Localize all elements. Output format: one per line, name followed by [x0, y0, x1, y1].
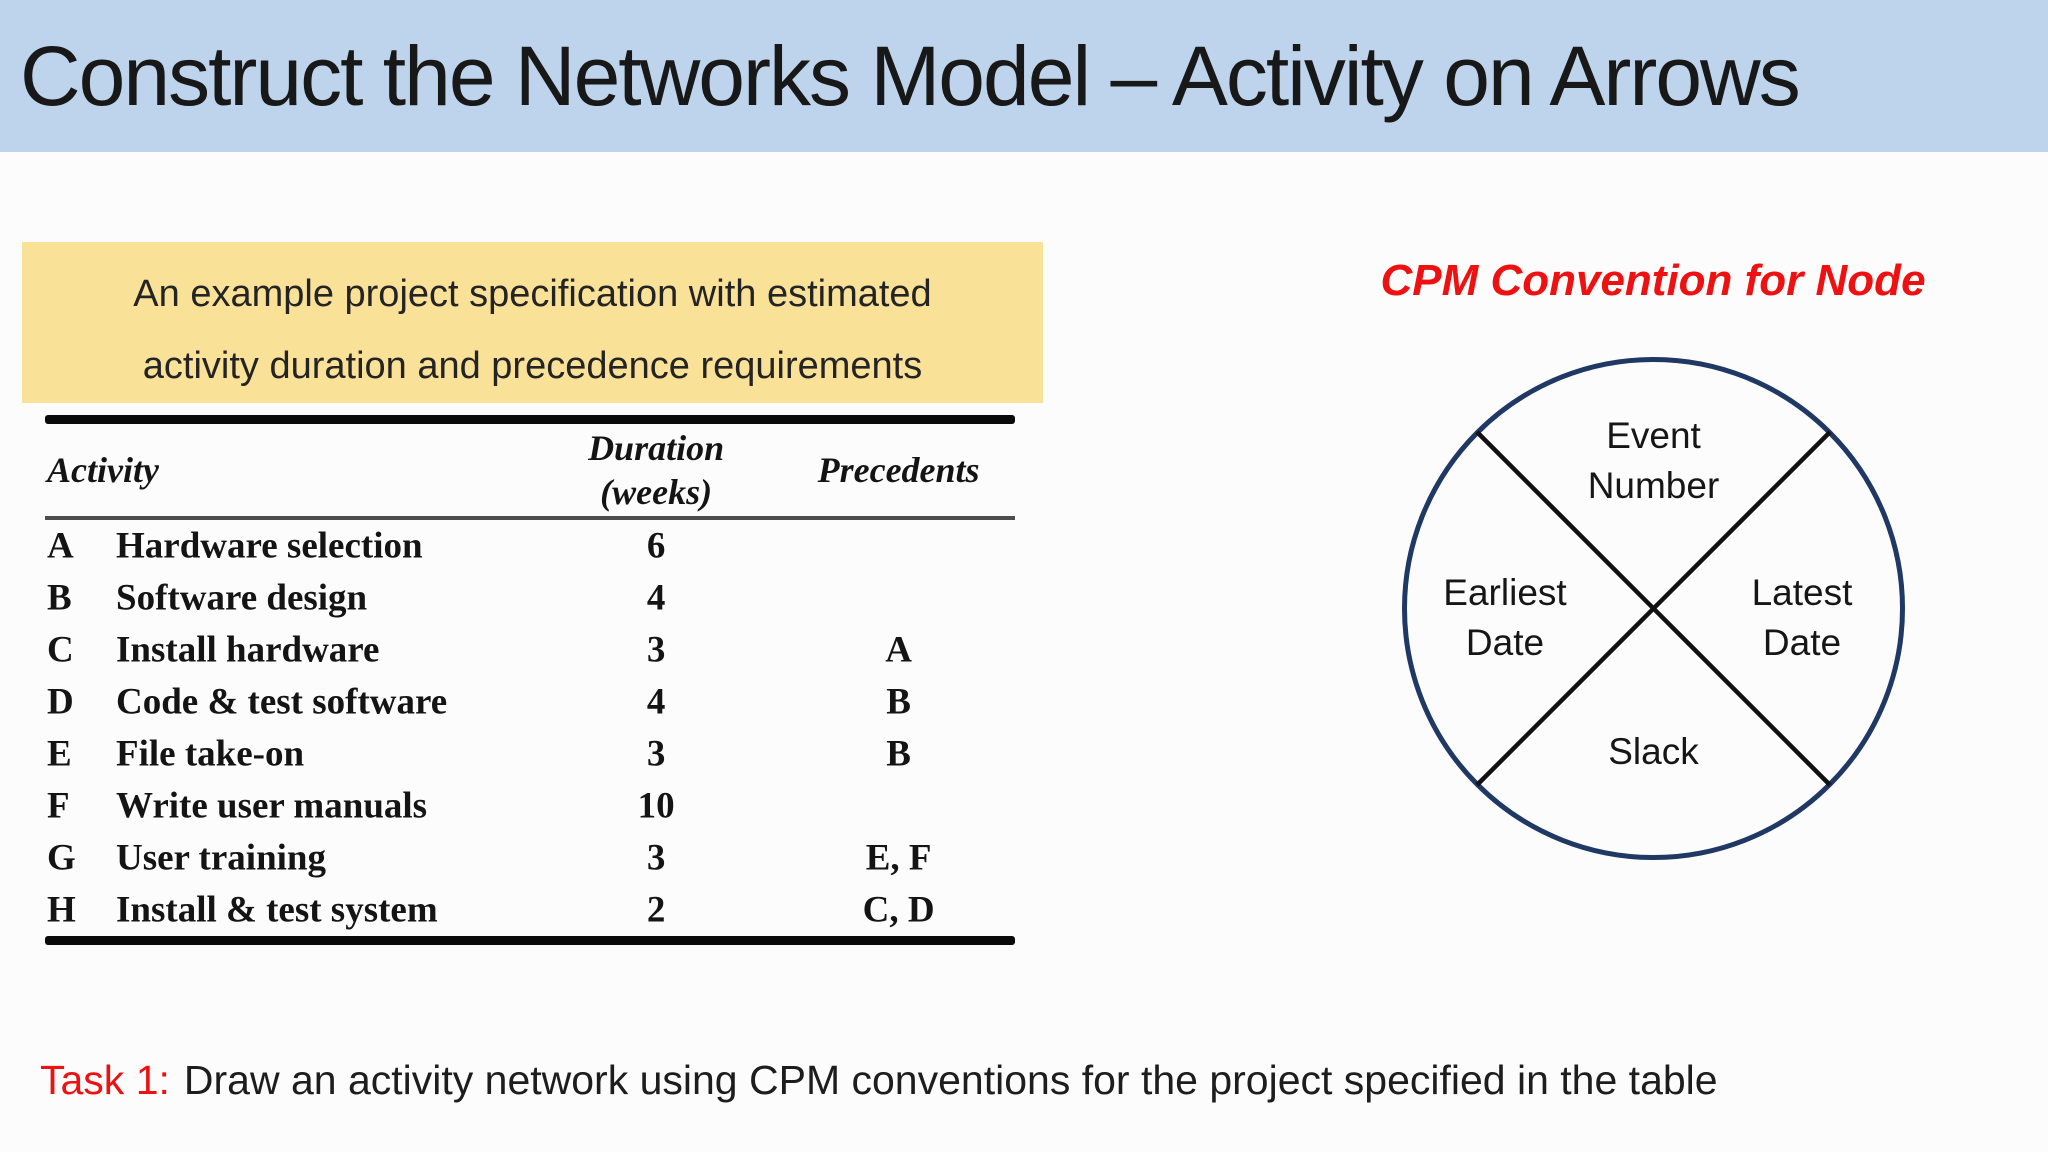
header-precedents: Precedents [817, 450, 980, 490]
activity-duration: 2 [646, 889, 666, 931]
activity-precedents: E, F [865, 837, 932, 879]
project-specification-table: Activity Duration (weeks) Precedents A Ha… [45, 415, 1015, 945]
activity-id: G [47, 837, 76, 879]
activity-name: Install & test system [116, 889, 438, 931]
activity-name: Install hardware [116, 629, 380, 671]
activity-duration: 6 [646, 525, 666, 567]
table-row: D Code & test software 4 B [45, 676, 1015, 728]
table-top-rule [45, 415, 1015, 424]
quadrant-label-line: Earliest [1443, 572, 1567, 613]
slide-title: Construct the Networks Model – Activity … [20, 28, 1801, 123]
quadrant-label-line: Date [1465, 622, 1545, 663]
callout-line-1: An example project specification with es… [133, 272, 932, 315]
activity-precedents: B [886, 681, 911, 723]
activity-duration: 3 [646, 629, 666, 671]
quadrant-label-latest-date: Latest Date [1707, 568, 1897, 668]
activity-precedents: B [886, 733, 911, 775]
node-circle-icon [1402, 357, 1905, 860]
quadrant-label-event-number: Event Number [1401, 411, 1906, 511]
quadrant-label-line: Number [1587, 465, 1720, 506]
task-label: Task 1: [40, 1057, 170, 1103]
table-header-row: Activity Duration (weeks) Precedents [45, 424, 1015, 516]
header-duration-word: Duration [588, 428, 725, 468]
table-row: H Install & test system 2 C, D [45, 884, 1015, 936]
cpm-node-diagram: Event Number Earliest Date Latest Date S… [1401, 356, 1906, 861]
quadrant-label-line: Latest [1751, 572, 1853, 613]
activity-duration: 4 [646, 577, 666, 619]
quadrant-label-earliest-date: Earliest Date [1410, 568, 1600, 668]
activity-id: B [47, 577, 72, 619]
table-row: F Write user manuals 10 [45, 780, 1015, 832]
activity-duration: 4 [646, 681, 666, 723]
activity-id: A [47, 525, 74, 567]
task-text: Draw an activity network using CPM conve… [183, 1057, 1718, 1103]
activity-precedents: C, D [862, 889, 935, 931]
header-duration: Duration (weeks) [588, 426, 724, 514]
table-row: G User training 3 E, F [45, 832, 1015, 884]
quadrant-label-slack: Slack [1608, 731, 1699, 772]
table-bottom-rule [45, 936, 1015, 945]
activity-id: F [47, 785, 70, 827]
activity-name: Write user manuals [116, 785, 428, 827]
activity-id: H [47, 889, 76, 931]
example-callout: An example project specification with es… [22, 242, 1043, 403]
activity-duration: 10 [637, 785, 675, 827]
activity-name: Code & test software [116, 681, 448, 723]
task-line: Task 1: Draw an activity network using CP… [40, 1055, 1718, 1105]
activity-id: C [47, 629, 74, 671]
quadrant-label-line: Event [1606, 415, 1701, 456]
activity-id: D [47, 681, 74, 723]
activity-precedents: A [885, 629, 912, 671]
table-row: B Software design 4 [45, 572, 1015, 624]
table-row: E File take-on 3 B [45, 728, 1015, 780]
cpm-convention-heading: CPM Convention for Node [1380, 256, 1926, 305]
title-bar: Construct the Networks Model – Activity … [0, 0, 2048, 152]
header-activity: Activity [47, 450, 159, 490]
activity-name: Hardware selection [116, 525, 423, 567]
table-header-rule [45, 516, 1015, 520]
activity-id: E [47, 733, 72, 775]
activity-duration: 3 [646, 733, 666, 775]
activity-name: User training [116, 837, 327, 879]
table-row: C Install hardware 3 A [45, 624, 1015, 676]
callout-line-2: activity duration and precedence require… [142, 344, 923, 387]
activity-name: File take-on [116, 733, 305, 775]
activity-name: Software design [116, 577, 368, 619]
table-row: A Hardware selection 6 [45, 520, 1015, 572]
activity-duration: 3 [646, 837, 666, 879]
header-duration-unit: (weeks) [600, 472, 713, 512]
quadrant-label-line: Date [1762, 622, 1842, 663]
